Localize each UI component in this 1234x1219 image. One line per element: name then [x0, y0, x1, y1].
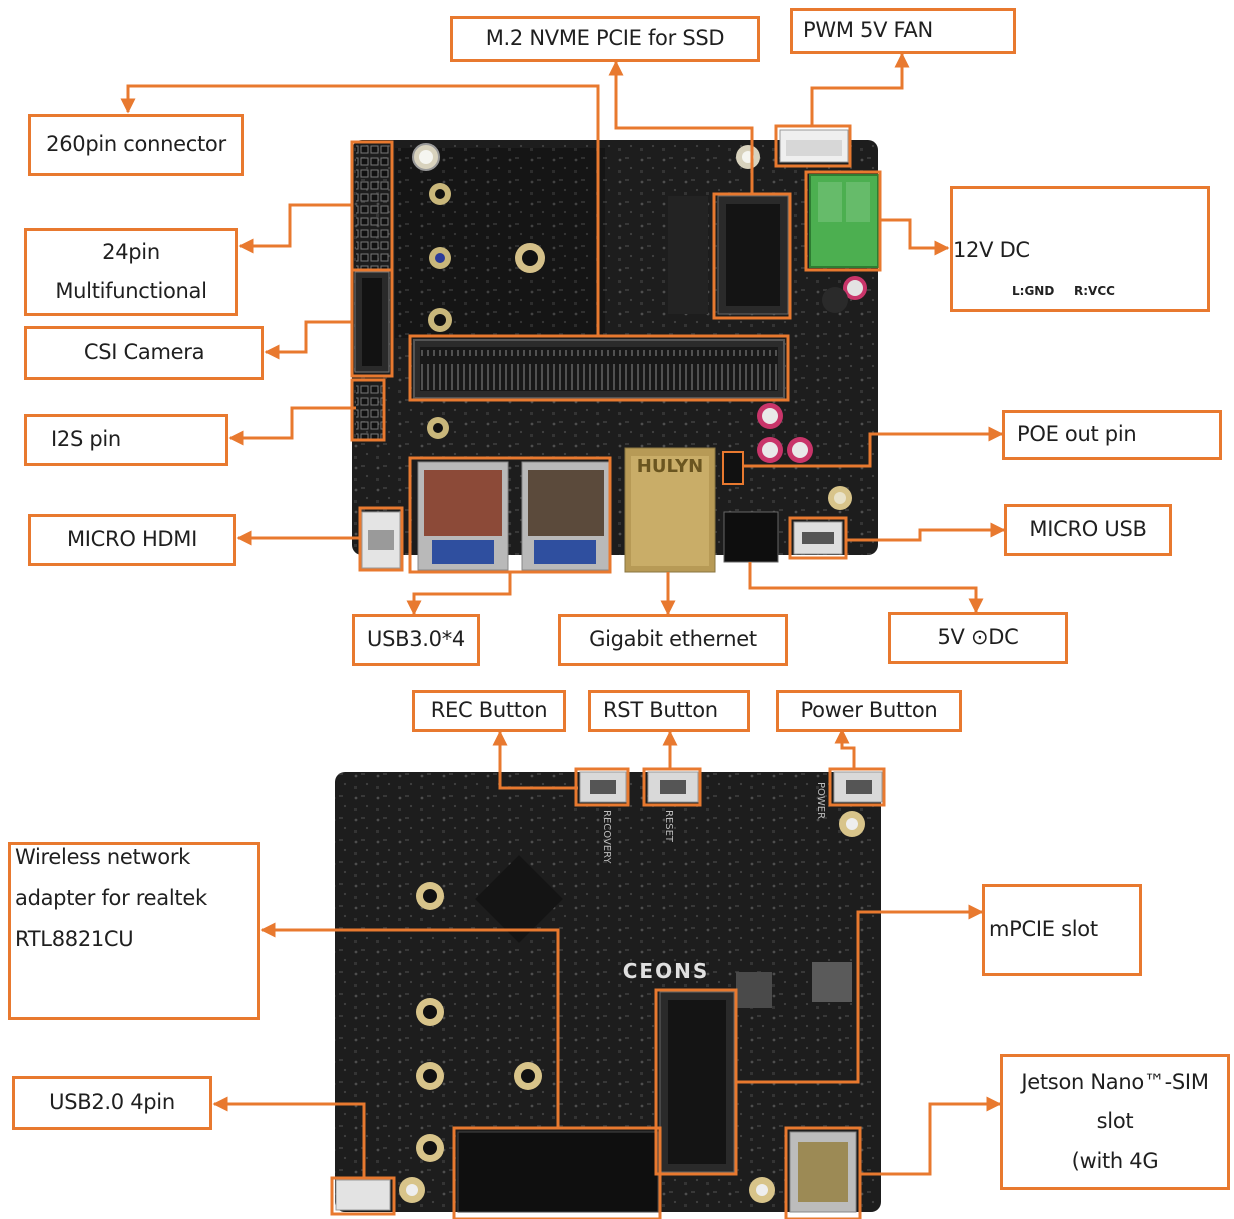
dc-12v-vcc: R:VCC — [1074, 284, 1115, 298]
multifunctional-24pin-label: 24pin Multifunctional — [24, 228, 238, 316]
wireless-adapter-line1: Wireless network — [15, 845, 191, 869]
ethernet-brand: HULYN — [637, 456, 703, 477]
m2-nvme-label: M.2 NVME PCIE for SSD — [450, 16, 760, 62]
micro-usb-label: MICRO USB — [1004, 504, 1172, 556]
sim-slot-line3: (with 4G — [1071, 1148, 1159, 1173]
top-board — [352, 129, 879, 573]
mpcie-slot-label: mPCIE slot — [982, 884, 1142, 976]
sim-slot-label: Jetson Nano™-SIM slot (with 4G — [1000, 1054, 1230, 1190]
power-button-label: Power Button — [776, 690, 962, 732]
dc-12v-title: 12V DC — [953, 238, 1030, 263]
leader-lines — [120, 52, 1006, 1178]
usb3-label: USB3.0*4 — [352, 614, 480, 666]
micro-hdmi-label: MICRO HDMI — [28, 514, 236, 566]
wireless-adapter-line3: RTL8821CU — [15, 927, 134, 952]
dc-12v-gnd: L:GND — [1012, 284, 1055, 298]
pwm-fan-label: PWM 5V FAN — [790, 8, 1016, 54]
rec-button-label: REC Button — [412, 690, 566, 732]
dc-12v-label-box: 12V DC — [950, 186, 1210, 312]
dc-5v-label: 5V ⊙DC — [888, 612, 1068, 664]
usb2-4pin-label: USB2.0 4pin — [12, 1076, 212, 1130]
connector-260pin-label: 260pin connector — [28, 114, 244, 176]
power-marking: POWER — [815, 782, 826, 819]
csi-camera-label: CSI Camera — [24, 326, 264, 380]
multifunctional-24pin-line1: 24pin — [102, 239, 160, 264]
bottom-board — [335, 771, 883, 1213]
sim-slot-line2: slot — [1096, 1109, 1134, 1134]
i2s-pin-label: I2S pin — [24, 414, 228, 466]
multifunctional-24pin-line2: Multifunctional — [55, 279, 207, 303]
wireless-adapter-line2: adapter for realtek — [15, 886, 207, 911]
rst-button-label: RST Button — [588, 690, 750, 732]
reset-marking: RESET — [663, 810, 674, 843]
wireless-adapter-label: Wireless network adapter for realtek RTL… — [8, 842, 260, 1020]
bottom-logo: CEONS — [623, 959, 709, 983]
gigabit-ethernet-label: Gigabit ethernet — [558, 614, 788, 666]
poe-out-pin-label: POE out pin — [1002, 410, 1222, 460]
recovery-marking: RECOVERY — [601, 810, 612, 864]
sim-slot-line1: Jetson Nano™-SIM — [1021, 1070, 1209, 1095]
